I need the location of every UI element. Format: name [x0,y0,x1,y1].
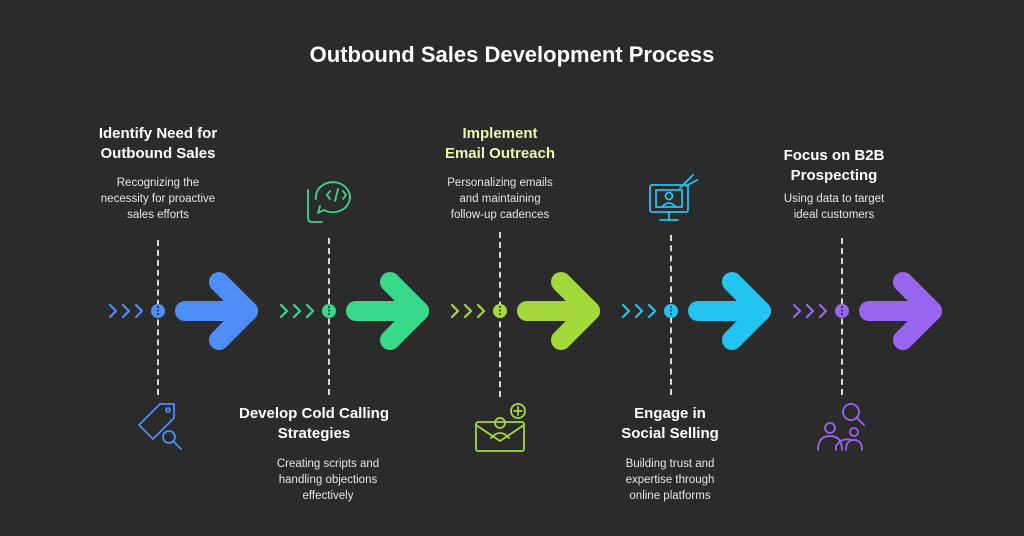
step-3-arrow [517,272,600,350]
monitor-user-icon [649,174,698,221]
step-5-arrow [859,272,942,350]
step-3-chevrons [450,303,486,319]
step-5-description: Using data to target ideal customers [744,191,924,223]
diagram-title: Outbound Sales Development Process [309,42,715,67]
step-4-node [664,304,678,318]
step-5-chevrons [792,303,828,319]
people-search-icon [817,403,865,451]
step-5-title-line-2: Prospecting [790,167,878,184]
phone-code-icon [307,181,351,223]
tag-search-icon [138,403,182,450]
step-3-desc-line-3: follow-up cadences [450,209,550,221]
step-1-title-line-1: Identify Need for [98,125,218,142]
step-1-desc-line-2: necessity for proactive [100,193,216,205]
step-4-description: Building trust and expertise through onl… [580,456,760,504]
step-2-desc-line-2: handling objections [278,474,378,486]
step-5-desc-line-2: ideal customers [793,209,875,221]
step-3-node [493,304,507,318]
step-5-node [835,304,849,318]
step-3-desc-line-1: Personalizing emails [447,177,553,189]
step-4-chevrons [621,303,657,319]
step-3-description: Personalizing emails and maintaining fol… [410,175,590,223]
step-5-title: Focus on B2B Prospecting [734,146,934,186]
step-1-title-line-2: Outbound Sales [100,145,216,162]
email-add-user-icon [475,403,526,452]
step-3-title-line-2: Email Outreach [444,145,556,162]
step-2-title-line-2: Strategies [277,425,351,442]
step-1-arrow [175,272,258,350]
step-2-chevrons [279,303,315,319]
step-3-desc-line-2: and maintaining [459,193,541,205]
step-2-node [322,304,336,318]
step-1-description: Recognizing the necessity for proactive … [68,175,248,223]
step-2-title-line-1: Develop Cold Calling [238,405,389,422]
step-4-arrow [688,272,771,350]
step-2-arrow [346,272,429,350]
step-4-desc-line-2: expertise through [625,474,715,486]
step-2-desc-line-3: effectively [302,490,354,502]
step-1-node [151,304,165,318]
step-4-title-line-1: Engage in [634,405,706,422]
step-4-title: Engage in Social Selling [570,404,770,444]
step-4-desc-line-1: Building trust and [625,458,715,470]
step-1-desc-line-1: Recognizing the [116,177,200,189]
step-3-title: Implement Email Outreach [400,124,600,164]
step-1-desc-line-3: sales efforts [127,209,189,221]
step-5-title-line-1: Focus on B2B [783,147,885,164]
step-1-title: Identify Need for Outbound Sales [58,124,258,164]
step-3-title-line-1: Implement [462,125,538,142]
step-4-title-line-2: Social Selling [621,425,719,442]
step-1-chevrons [108,303,144,319]
step-4-desc-line-3: online platforms [629,490,711,502]
step-2-title: Develop Cold Calling Strategies [214,404,414,444]
step-5-desc-line-1: Using data to target [783,193,885,205]
step-2-desc-line-1: Creating scripts and [276,458,380,470]
step-2-description: Creating scripts and handling objections… [238,456,418,504]
